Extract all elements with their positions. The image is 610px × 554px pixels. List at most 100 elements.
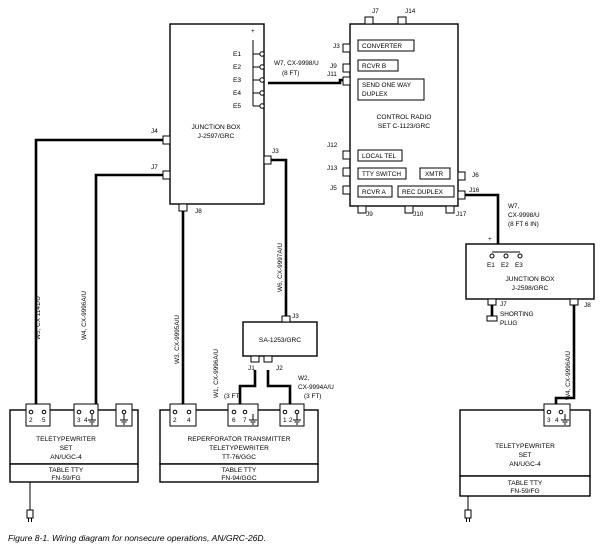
junction-box-main-e3: E3 [233, 77, 241, 84]
cable-w2-line3: (3 FT) [304, 393, 321, 400]
cable-w7-right-line1: W7, [508, 203, 520, 210]
teletypewriter-left: 2 5 3 4 TELETYPEWRITER SET AN/UGC-4 TABL… [9, 403, 139, 522]
wire-w1 [238, 370, 257, 404]
control-radio-j9: J9 [366, 211, 373, 218]
tty-mid-term-7: 7 [243, 417, 247, 424]
tty-left-term-2: 2 [29, 417, 33, 424]
panel-converter: CONVERTER [362, 43, 402, 50]
cable-w5: W5, CX 1141/U [35, 296, 42, 340]
tty-left-term-4: 4 [84, 417, 88, 424]
terminal-dots [252, 40, 265, 109]
control-radio-j9-side: J9 [330, 63, 337, 70]
junction-box-main-j4: J4 [151, 128, 158, 135]
cable-w7-top-line2: (8 FT) [282, 70, 299, 77]
tty-left-term-3: 3 [77, 417, 81, 424]
tty-mid-table1: TABLE TTY [222, 467, 257, 474]
tty-mid-line3: TT-76/GGC [222, 454, 256, 461]
tty-mid-line1: REPERFORATOR TRANSMITTER [188, 436, 291, 443]
panel-send-one-way-2: DUPLEX [362, 91, 388, 98]
sa-1253-unit: J3 SA-1253/GRC J1 J2 [242, 313, 318, 372]
junction-box-right-model: J-2598/GRC [512, 285, 549, 292]
junction-box-main: + E1 E2 E3 E4 E5 JUNCTION BOX J-2597/GRC… [151, 23, 279, 215]
cable-w7-top-line1: W7, CX-9998/U [274, 60, 319, 67]
shorting-plug-line2: PLUG [500, 320, 517, 327]
junction-box-main-e4: E4 [233, 90, 241, 97]
tty-mid-term-2a: 2 [173, 417, 177, 424]
control-radio-j17: J17 [456, 211, 467, 218]
tty-right-line3: AN/UGC-4 [509, 461, 541, 468]
tty-left-line2: SET [60, 445, 73, 452]
junction-box-main-j7: J7 [151, 164, 158, 171]
cable-w4-left: W4, CX-9996A/U [81, 291, 88, 340]
junction-box-right-e2: E2 [501, 262, 509, 269]
junction-box-main-plus: + [251, 28, 255, 35]
tty-left-table2: FN-59/FG [51, 475, 80, 482]
wire-w2 [266, 370, 292, 404]
junction-box-right-plus: + [488, 236, 492, 243]
panel-rcvr-a: RCVR A [362, 189, 387, 196]
tty-mid-term-1: 1 [283, 417, 287, 424]
control-radio-model: SET C-1123/GRC [378, 123, 430, 130]
wire-w5 [34, 138, 166, 404]
control-radio-j16: J16 [469, 187, 480, 194]
sa-title: SA-1253/GRC [259, 337, 301, 344]
panel-tty-switch: TTY SWITCH [362, 171, 401, 178]
cable-w3: W3, CX-9995A/U [174, 315, 181, 364]
cable-w6: W6, CX-9997A/U [277, 243, 284, 292]
tty-mid-term-2b: 2 [289, 417, 293, 424]
junction-box-main-title: JUNCTION BOX [191, 124, 241, 131]
teletypewriter-right: 3 4 TELETYPEWRITER SET AN/UGC-4 TABLE TT… [459, 403, 591, 522]
panel-xmtr: XMTR [425, 171, 443, 178]
cable-w1-line1: W1, CX-9996A/U [213, 349, 220, 398]
control-radio-j11: J11 [327, 71, 337, 78]
tty-right-line1: TELETYPEWRITER [495, 443, 555, 450]
tty-left-term-5: 5 [42, 417, 46, 424]
wire-w4-left [94, 173, 166, 404]
control-radio-j13: J13 [327, 165, 338, 172]
control-radio-title: CONTROL RADIO [377, 114, 432, 121]
panel-rcvr-b: RCVR B [362, 63, 386, 70]
cable-w7-right-line2: CX-9998/U [508, 212, 540, 219]
control-radio-j14: J14 [405, 8, 416, 15]
cable-w2-line2: CX-9994A/U [298, 384, 334, 391]
junction-box-right: + E1 E2 E3 JUNCTION BOX J-2598/GRC J8 J7… [465, 236, 595, 327]
junction-box-right-j7: J7 [500, 301, 507, 308]
tty-left-line1: TELETYPEWRITER [36, 436, 96, 443]
wire-w6 [266, 158, 288, 318]
sa-j3: J3 [292, 313, 299, 320]
tty-mid-term-4: 4 [187, 417, 191, 424]
tty-left-line3: AN/UGC-4 [50, 454, 82, 461]
sa-j2: J2 [276, 365, 283, 372]
junction-box-right-e1: E1 [487, 262, 495, 269]
wire-w4-right [554, 300, 576, 404]
panel-rec-duplex: REC DUPLEX [402, 189, 444, 196]
cable-w7-right-line3: (8 FT 6 IN) [508, 221, 539, 228]
control-radio-j7: J7 [372, 8, 379, 15]
junction-box-right-title: JUNCTION BOX [505, 276, 555, 283]
control-radio-set: J7 J14 J3 J9 J11 J12 J13 J5 J6 J16 J9 J1… [327, 8, 480, 218]
control-radio-j5: J5 [330, 185, 337, 192]
figure-caption: Figure 8-1. Wiring diagram for nonsecure… [8, 533, 266, 543]
tty-right-term-4: 4 [555, 417, 559, 424]
tty-mid-term-6: 6 [232, 417, 236, 424]
panel-local-tel: LOCAL TEL [362, 153, 397, 160]
tty-right-term-3: 3 [547, 417, 551, 424]
junction-box-main-e1: E1 [233, 51, 241, 58]
junction-box-right-e3: E3 [515, 262, 523, 269]
tty-mid-table2: FN-94/GGC [221, 475, 256, 482]
control-radio-j12: J12 [327, 142, 338, 149]
junction-box-main-j8: J8 [195, 208, 202, 215]
junction-box-main-e2: E2 [233, 64, 241, 71]
junction-box-main-e5: E5 [233, 103, 241, 110]
sa-j1: J1 [248, 365, 255, 372]
control-radio-j10: J10 [413, 211, 424, 218]
tty-right-table2: FN-59/FG [510, 488, 539, 495]
junction-box-main-j3: J3 [272, 148, 279, 155]
junction-box-main-model: J-2597/GRC [198, 133, 235, 140]
control-radio-j3: J3 [333, 43, 340, 50]
tty-left-table1: TABLE TTY [49, 467, 84, 474]
wires [34, 78, 576, 404]
control-radio-j6: J6 [472, 172, 479, 179]
tty-right-table1: TABLE TTY [508, 480, 543, 487]
